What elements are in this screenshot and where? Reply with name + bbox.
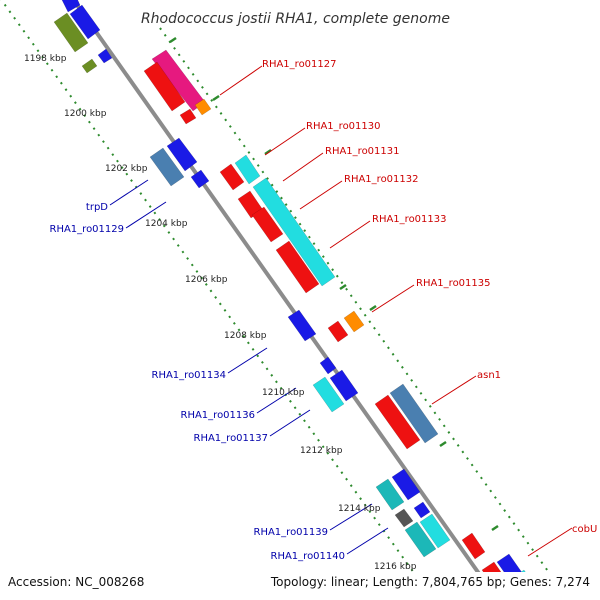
gene-label-fwd[interactable]: RHA1_ro01131 <box>325 146 400 157</box>
gene-label-fwd[interactable]: asn1 <box>477 370 501 381</box>
gene-dark[interactable] <box>394 508 414 528</box>
gene-blue[interactable] <box>166 137 198 172</box>
leader-line <box>299 180 343 210</box>
gene-label-fwd[interactable]: RHA1_ro01127 <box>262 59 337 70</box>
gene-blue[interactable] <box>329 369 359 402</box>
gene-red[interactable] <box>179 108 197 125</box>
gene-labels: RHA1_ro01127 RHA1_ro01130 RHA1_ro01131 R… <box>50 59 598 562</box>
gene-steel[interactable] <box>389 383 439 444</box>
gene-blue[interactable] <box>319 356 337 375</box>
map-title: Rhodococcus jostii RHA1, complete genome <box>141 11 450 27</box>
gene-blue[interactable] <box>190 169 210 189</box>
gene-label-fwd[interactable]: cobU <box>572 524 597 535</box>
leader-line <box>227 347 268 374</box>
gene-blue[interactable] <box>97 48 113 64</box>
gene-label-fwd[interactable]: RHA1_ro01135 <box>416 278 491 289</box>
gene-steel[interactable] <box>149 147 185 187</box>
gene-red[interactable] <box>461 532 486 560</box>
kbp-label: 1216 kbp <box>374 562 417 572</box>
gene-arrows <box>53 0 540 600</box>
gene-olive[interactable] <box>81 58 98 74</box>
gene-blue[interactable] <box>496 553 530 592</box>
leader-line <box>329 503 373 531</box>
kbp-label: 1212 kbp <box>300 446 343 456</box>
leader-line <box>256 387 297 414</box>
gene-label-fwd[interactable]: RHA1_ro01132 <box>344 174 419 185</box>
leader-line <box>527 527 573 557</box>
gene-label-rev[interactable]: RHA1_ro01139 <box>254 527 329 538</box>
tick-mark <box>369 304 377 312</box>
kbp-label: 1200 kbp <box>64 109 107 119</box>
tick-mark <box>439 440 447 448</box>
gene-cyan[interactable] <box>512 569 540 600</box>
gene-cyan[interactable] <box>312 376 345 413</box>
kbp-scale: 1198 kbp 1200 kbp 1202 kbp 1204 kbp 1206… <box>24 54 417 572</box>
genome-backbone <box>71 0 481 572</box>
leader-line <box>125 201 167 229</box>
leader-line <box>329 220 371 249</box>
leader-line <box>269 409 311 437</box>
gene-red[interactable] <box>251 206 284 243</box>
leader-line <box>371 284 415 313</box>
gene-blue[interactable] <box>287 309 317 342</box>
tick-mark <box>212 94 220 102</box>
tick-mark <box>264 148 272 156</box>
gene-cyan[interactable] <box>419 513 451 549</box>
kbp-label: 1208 kbp <box>224 331 267 341</box>
gene-blue[interactable] <box>61 0 81 13</box>
leader-line <box>346 527 389 555</box>
tick-mark <box>491 524 499 532</box>
kbp-label: 1210 kbp <box>262 388 305 398</box>
gene-label-rev[interactable]: RHA1_ro01129 <box>50 224 125 235</box>
gene-label-rev[interactable]: RHA1_ro01137 <box>194 433 269 444</box>
leader-line <box>219 65 263 96</box>
gene-red[interactable] <box>219 163 245 191</box>
gene-label-rev[interactable]: RHA1_ro01136 <box>181 410 256 421</box>
tick-mark <box>169 36 177 44</box>
accession-text: Accession: NC_008268 <box>8 575 144 589</box>
gene-blue[interactable] <box>413 501 431 519</box>
gene-teal[interactable] <box>375 478 405 511</box>
gene-olive[interactable] <box>53 12 89 53</box>
gene-orange[interactable] <box>343 310 365 333</box>
gene-cyan[interactable] <box>234 154 261 185</box>
kbp-label: 1206 kbp <box>185 275 228 285</box>
kbp-label: 1214 kbp <box>338 504 381 514</box>
gene-red[interactable] <box>143 61 186 112</box>
gene-red[interactable] <box>481 561 515 600</box>
leader-lines <box>109 65 573 557</box>
tick-mark <box>339 283 347 291</box>
leader-line <box>264 127 306 156</box>
gene-label-fwd[interactable]: RHA1_ro01133 <box>372 214 447 225</box>
leader-line <box>431 375 477 405</box>
tick-marks <box>169 36 499 532</box>
kbp-label: 1198 kbp <box>24 54 67 64</box>
kbp-label: 1204 kbp <box>145 219 188 229</box>
gene-label-rev[interactable]: RHA1_ro01134 <box>152 370 227 381</box>
gene-cyan[interactable] <box>252 177 336 287</box>
kbp-label: 1202 kbp <box>105 164 148 174</box>
leader-line <box>282 152 324 182</box>
gene-blue[interactable] <box>69 4 101 40</box>
gene-label-rev[interactable]: trpD <box>86 202 108 213</box>
gene-red[interactable] <box>327 320 349 343</box>
gene-label-rev[interactable]: RHA1_ro01140 <box>271 551 346 562</box>
gene-red[interactable] <box>374 394 421 450</box>
ruler-guide-right <box>159 27 550 572</box>
gene-blue[interactable] <box>391 468 421 501</box>
gene-teal[interactable] <box>404 521 437 558</box>
topology-text: Topology: linear; Length: 7,804,765 bp; … <box>270 575 590 589</box>
gene-red[interactable] <box>275 240 320 294</box>
gene-orange[interactable] <box>194 98 212 116</box>
leader-line <box>109 179 149 206</box>
gene-label-fwd[interactable]: RHA1_ro01130 <box>306 121 381 132</box>
